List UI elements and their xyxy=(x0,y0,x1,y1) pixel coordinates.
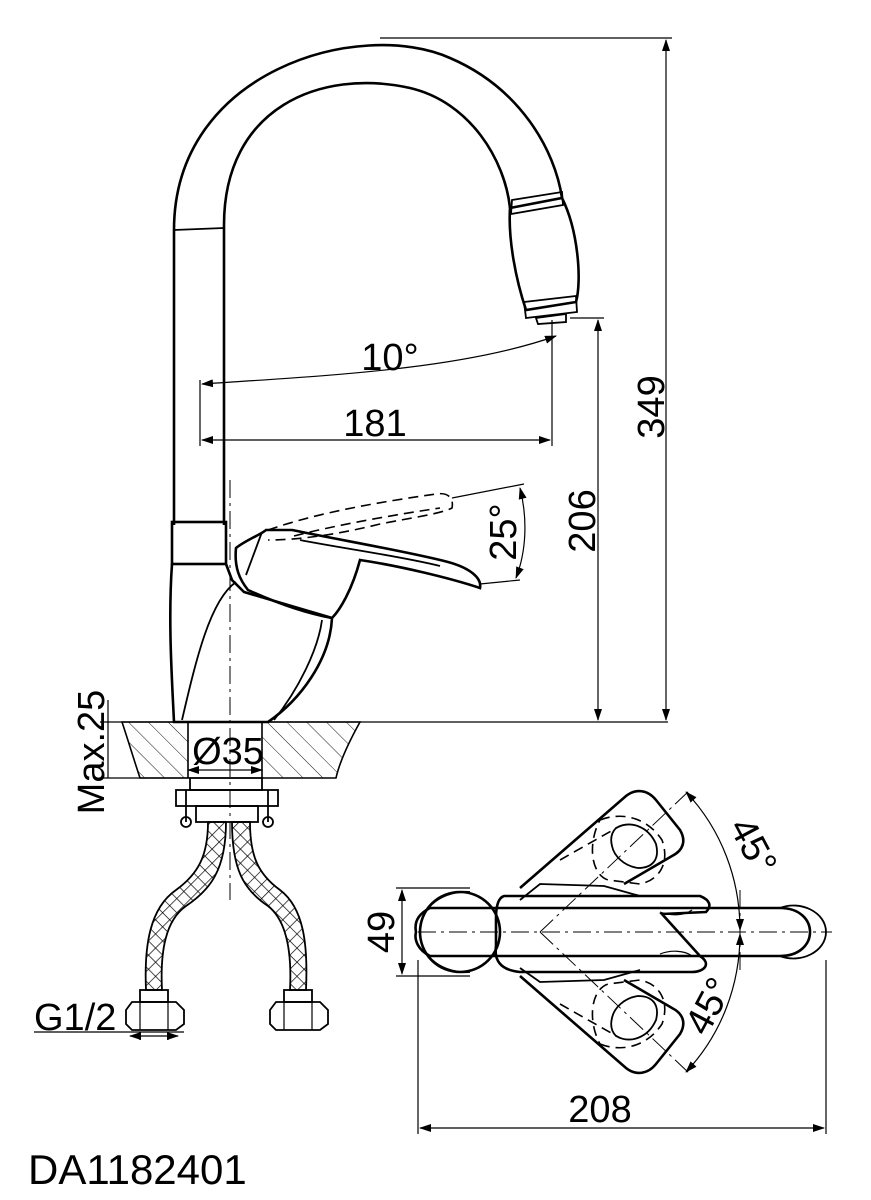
faucet-body xyxy=(168,563,334,724)
dim-connection: G1/2 xyxy=(34,997,116,1039)
dim-lever-angle: 25° xyxy=(483,503,525,560)
aerator-head xyxy=(508,196,580,312)
dim-top-view-width: 208 xyxy=(568,1089,631,1131)
dim-max-thickness: Max.25 xyxy=(71,690,113,815)
model-code: DA1182401 xyxy=(28,1146,247,1193)
spout-collar xyxy=(170,520,228,566)
hose-right xyxy=(231,821,308,991)
lever-rotated-up xyxy=(519,789,685,889)
lever-rotated-down xyxy=(519,975,685,1075)
countertop-section-right xyxy=(261,721,362,779)
dim-total-height: 349 xyxy=(631,375,673,438)
dim-spout-reach: 181 xyxy=(343,403,406,445)
dim-swivel-angle: 10° xyxy=(361,337,418,379)
hose-fitting-left xyxy=(125,989,185,1031)
lever-raised-outline xyxy=(267,492,454,541)
hose-left xyxy=(144,821,227,991)
fixing-nut-assembly xyxy=(175,777,279,828)
dim-rotation-angle-bottom: 45° xyxy=(677,971,741,1041)
lever-handle xyxy=(234,528,482,620)
faucet-top-view xyxy=(414,789,832,1075)
dim-spout-height: 206 xyxy=(562,489,604,552)
top-view-dimension-lines xyxy=(396,791,827,1134)
spout-outer-contour xyxy=(172,43,564,525)
spout-joint-line xyxy=(173,227,225,231)
dim-rotation-angle-top: 45° xyxy=(721,811,785,881)
spout-inner-contour xyxy=(222,81,512,525)
countertop-section-left xyxy=(120,721,189,779)
dimension-lines xyxy=(34,37,672,1040)
dim-hole-diameter: Ø35 xyxy=(192,731,264,773)
hose-fitting-right xyxy=(269,989,329,1031)
dim-top-view-depth: 49 xyxy=(361,911,403,953)
faucet-side-view xyxy=(100,43,668,1031)
